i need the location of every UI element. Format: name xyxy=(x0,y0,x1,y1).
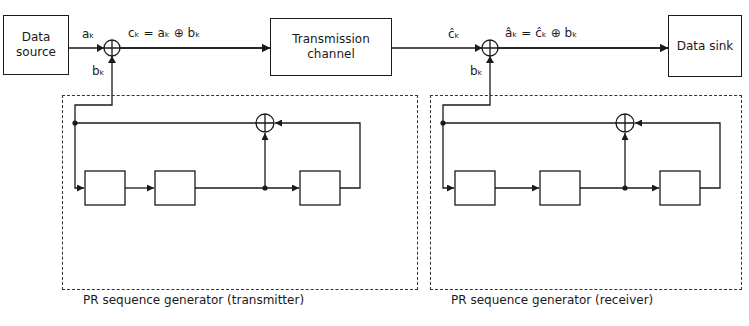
signal-name: ĉₖ xyxy=(446,27,462,41)
arrow-head xyxy=(97,44,104,52)
process-box: Data source xyxy=(3,15,69,75)
xor-symbol xyxy=(104,40,120,56)
process-box: Data sink xyxy=(668,15,742,77)
register-wire xyxy=(495,187,539,188)
box-label: Transmission channel xyxy=(275,32,387,62)
junction-dot xyxy=(440,120,445,125)
tap-wire xyxy=(635,123,720,188)
signal-connector xyxy=(490,48,668,95)
signal-name: bₖ xyxy=(90,64,107,78)
arrow-head xyxy=(475,44,482,52)
arrow-head xyxy=(108,56,116,63)
process-box: Transmission channel xyxy=(270,18,392,76)
box-label: Data source xyxy=(8,30,64,60)
arrow-head xyxy=(486,56,494,63)
shift-register xyxy=(300,171,340,205)
generator-group: PR sequence generator (transmitter) xyxy=(62,95,418,290)
tap-wire xyxy=(624,133,625,188)
feedback-wire xyxy=(75,122,256,123)
xor-symbol xyxy=(482,40,498,56)
output-wire xyxy=(443,95,490,123)
shift-register xyxy=(155,171,195,205)
shift-register xyxy=(540,171,580,205)
feedback-wire xyxy=(443,122,616,123)
tap-wire xyxy=(275,123,360,188)
xor-symbol xyxy=(104,40,120,56)
signal-name: aₖ xyxy=(80,27,96,41)
feedback-wire xyxy=(75,123,84,188)
xor-symbol xyxy=(256,114,274,132)
group-heading: PR sequence generator (transmitter) xyxy=(83,293,304,307)
register-wire xyxy=(580,187,659,188)
output-wire xyxy=(75,95,112,123)
xor-symbol xyxy=(256,114,274,132)
feedback-wire xyxy=(443,123,454,188)
box-label: Data sink xyxy=(677,39,734,54)
xor-symbol xyxy=(616,114,634,132)
shift-register xyxy=(455,171,495,205)
xor-symbol xyxy=(616,114,634,132)
signal-equation: cₖ = aₖ ⊕ bₖ xyxy=(126,26,202,40)
register-wire xyxy=(195,187,299,188)
group-heading: PR sequence generator (receiver) xyxy=(451,293,653,307)
register-wire xyxy=(125,187,154,188)
generator-group: PR sequence generator (receiver) xyxy=(430,95,742,290)
signal-connector xyxy=(112,48,270,95)
signal-equation: âₖ = ĉₖ ⊕ bₖ xyxy=(503,26,579,40)
xor-symbol xyxy=(482,40,498,56)
junction-dot xyxy=(622,185,627,190)
tap-wire xyxy=(264,133,265,188)
shift-register xyxy=(85,171,125,205)
signal-name: bₖ xyxy=(468,64,485,78)
junction-dot xyxy=(72,120,77,125)
shift-register xyxy=(660,171,700,205)
junction-dot xyxy=(262,185,267,190)
